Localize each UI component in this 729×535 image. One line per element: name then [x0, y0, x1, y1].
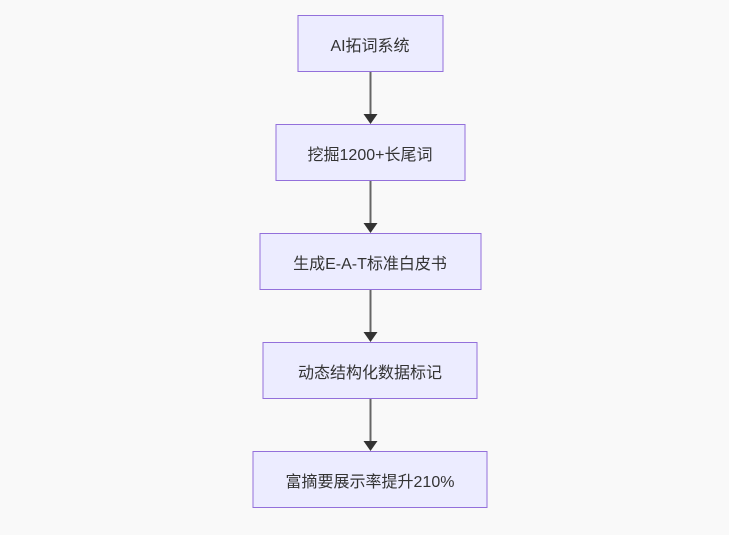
edge-n1-n2	[363, 72, 377, 124]
edge-n3-n4	[363, 290, 377, 342]
flow-node-structured-data-markup: 动态结构化数据标记	[262, 342, 478, 399]
flow-node-label: AI拓词系统	[330, 37, 410, 55]
flow-node-label: 挖掘1200+长尾词	[307, 146, 433, 164]
flow-node-rich-snippet-result: 富摘要展示率提升210%	[252, 451, 488, 508]
edge-line	[369, 399, 371, 441]
flow-node-label: 生成E-A-T标准白皮书	[293, 255, 447, 273]
flow-node-ai-keyword-system: AI拓词系统	[297, 15, 443, 72]
edge-n4-n5	[363, 399, 377, 451]
edge-line	[369, 181, 371, 223]
flowchart: AI拓词系统 挖掘1200+长尾词 生成E-A-T标准白皮书 动态结构化数据标记	[252, 15, 488, 508]
flow-node-label: 富摘要展示率提升210%	[285, 473, 455, 491]
edge-line	[369, 290, 371, 332]
flow-node-longtail-mining: 挖掘1200+长尾词	[275, 124, 465, 181]
arrow-down-icon	[363, 332, 377, 342]
edge-n2-n3	[363, 181, 377, 233]
edge-line	[369, 72, 371, 114]
arrow-down-icon	[363, 114, 377, 124]
arrow-down-icon	[363, 441, 377, 451]
flow-node-label: 动态结构化数据标记	[297, 364, 442, 382]
flow-node-eat-whitepaper: 生成E-A-T标准白皮书	[259, 233, 481, 290]
arrow-down-icon	[363, 223, 377, 233]
